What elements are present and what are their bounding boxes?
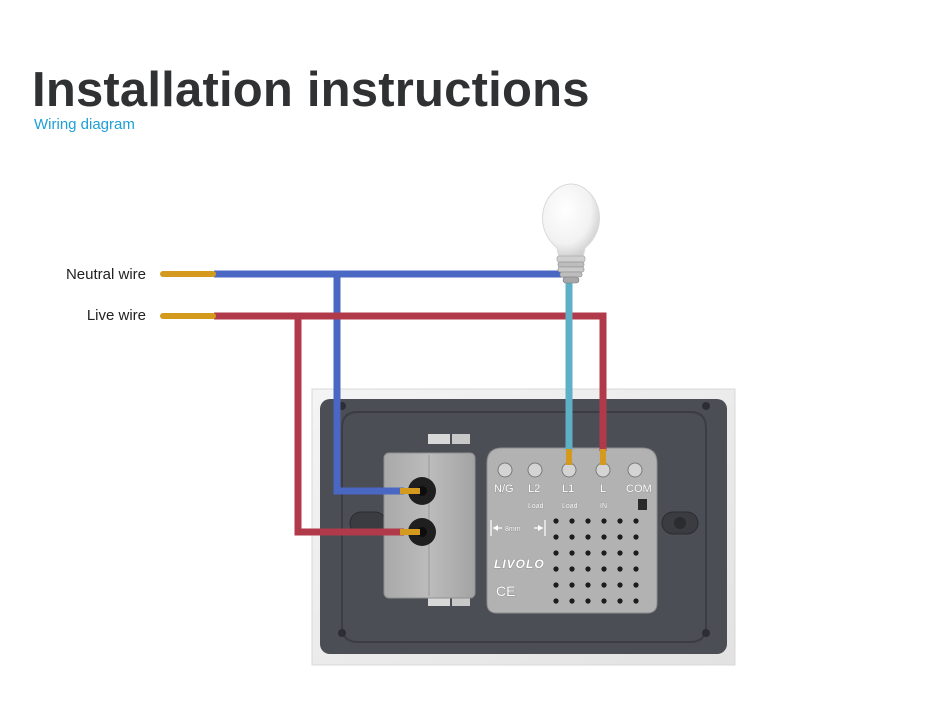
vent-dot bbox=[585, 598, 591, 604]
vent-dot bbox=[601, 598, 607, 604]
vent-dot bbox=[617, 534, 623, 540]
live-wire-copper-end bbox=[160, 313, 216, 319]
switch-screw-l bbox=[595, 462, 611, 478]
strip-length-label: 8mm bbox=[505, 526, 521, 533]
vent-dot bbox=[553, 566, 559, 572]
vent-dot bbox=[585, 518, 591, 524]
neutral-wire bbox=[214, 270, 565, 495]
socket-neutral-copper bbox=[400, 488, 420, 494]
vent-dot bbox=[585, 534, 591, 540]
vent-dot bbox=[569, 550, 575, 556]
neutral-wire-copper-end bbox=[160, 271, 216, 277]
socket-module bbox=[383, 452, 476, 599]
vent-dot bbox=[601, 518, 607, 524]
ce-mark: CE bbox=[496, 583, 515, 599]
vent-dot bbox=[617, 518, 623, 524]
clip-top-left bbox=[428, 434, 450, 444]
vent-dot bbox=[633, 534, 639, 540]
vent-dot bbox=[617, 582, 623, 588]
terminal-label-l2: L2 bbox=[528, 483, 540, 495]
vent-dot bbox=[553, 582, 559, 588]
vent-dot bbox=[633, 598, 639, 604]
strip-length-marker: 8mm bbox=[490, 520, 546, 536]
terminal-sub-l2: Load bbox=[528, 503, 544, 510]
vent-dot bbox=[553, 550, 559, 556]
screw-hole-bottom-left bbox=[338, 629, 346, 637]
terminal-label-l1: L1 bbox=[562, 483, 574, 495]
switch-screw-com bbox=[627, 462, 643, 478]
vent-dot bbox=[553, 598, 559, 604]
vent-dot bbox=[633, 518, 639, 524]
vent-dot bbox=[553, 518, 559, 524]
switch-module: N/G L2 L1 L COM Load Load IN 8mm LIVOLO … bbox=[486, 447, 658, 614]
vent-dot bbox=[617, 598, 623, 604]
vent-dot bbox=[633, 550, 639, 556]
terminal-sub-l: IN bbox=[600, 503, 607, 510]
vent-dot bbox=[553, 534, 559, 540]
terminal-label-com: COM bbox=[626, 483, 652, 495]
switch-screw-ng bbox=[497, 462, 513, 478]
terminal-sub-l1: Load bbox=[562, 503, 578, 510]
vent-dot bbox=[585, 582, 591, 588]
wires bbox=[160, 270, 607, 536]
vent-dot bbox=[585, 566, 591, 572]
socket-live-copper bbox=[400, 529, 420, 535]
vent-dot bbox=[569, 518, 575, 524]
com-indicator bbox=[638, 499, 647, 510]
switch-l1-copper bbox=[566, 449, 572, 465]
bulb-base-thread-3 bbox=[559, 271, 583, 278]
vent-dot bbox=[601, 566, 607, 572]
plate-inner-outline bbox=[341, 411, 707, 643]
vent-dot bbox=[585, 550, 591, 556]
vent-dot bbox=[601, 582, 607, 588]
light-bulb-icon bbox=[542, 183, 600, 284]
bulb-base-collar bbox=[556, 255, 586, 263]
mount-slot-hole bbox=[674, 517, 686, 529]
vent-dot bbox=[569, 582, 575, 588]
vent-dot bbox=[569, 598, 575, 604]
bulb-base-tip bbox=[562, 276, 580, 284]
switch-body bbox=[486, 447, 658, 614]
brand-logo: LIVOLO bbox=[494, 557, 545, 571]
vent-dot bbox=[617, 550, 623, 556]
neutral-wire-label: Neutral wire bbox=[65, 266, 146, 283]
vent-dot bbox=[569, 566, 575, 572]
vent-dot bbox=[601, 550, 607, 556]
bulb-base-thread-1 bbox=[557, 261, 585, 268]
page-title: Installation instructions bbox=[32, 63, 590, 117]
vent-dot bbox=[617, 566, 623, 572]
dot-grid bbox=[553, 518, 639, 604]
vent-dot bbox=[633, 566, 639, 572]
switch-screw-l2 bbox=[527, 462, 543, 478]
terminal-label-ng: N/G bbox=[494, 483, 514, 495]
screw-hole-top-right bbox=[702, 402, 710, 410]
vent-dot bbox=[633, 582, 639, 588]
bulb-glass bbox=[542, 183, 600, 259]
page-subtitle: Wiring diagram bbox=[34, 116, 135, 133]
vent-dot bbox=[601, 534, 607, 540]
screw-hole-bottom-right bbox=[702, 629, 710, 637]
bulb-base-thread-2 bbox=[557, 266, 585, 273]
live-wire bbox=[214, 312, 607, 536]
switch-screw-l1 bbox=[561, 462, 577, 478]
terminal-label-l: L bbox=[600, 483, 606, 495]
live-wire-label: Live wire bbox=[86, 307, 146, 324]
vent-dot bbox=[569, 534, 575, 540]
switch-l-copper bbox=[600, 449, 606, 465]
clip-top-mid bbox=[452, 434, 470, 444]
